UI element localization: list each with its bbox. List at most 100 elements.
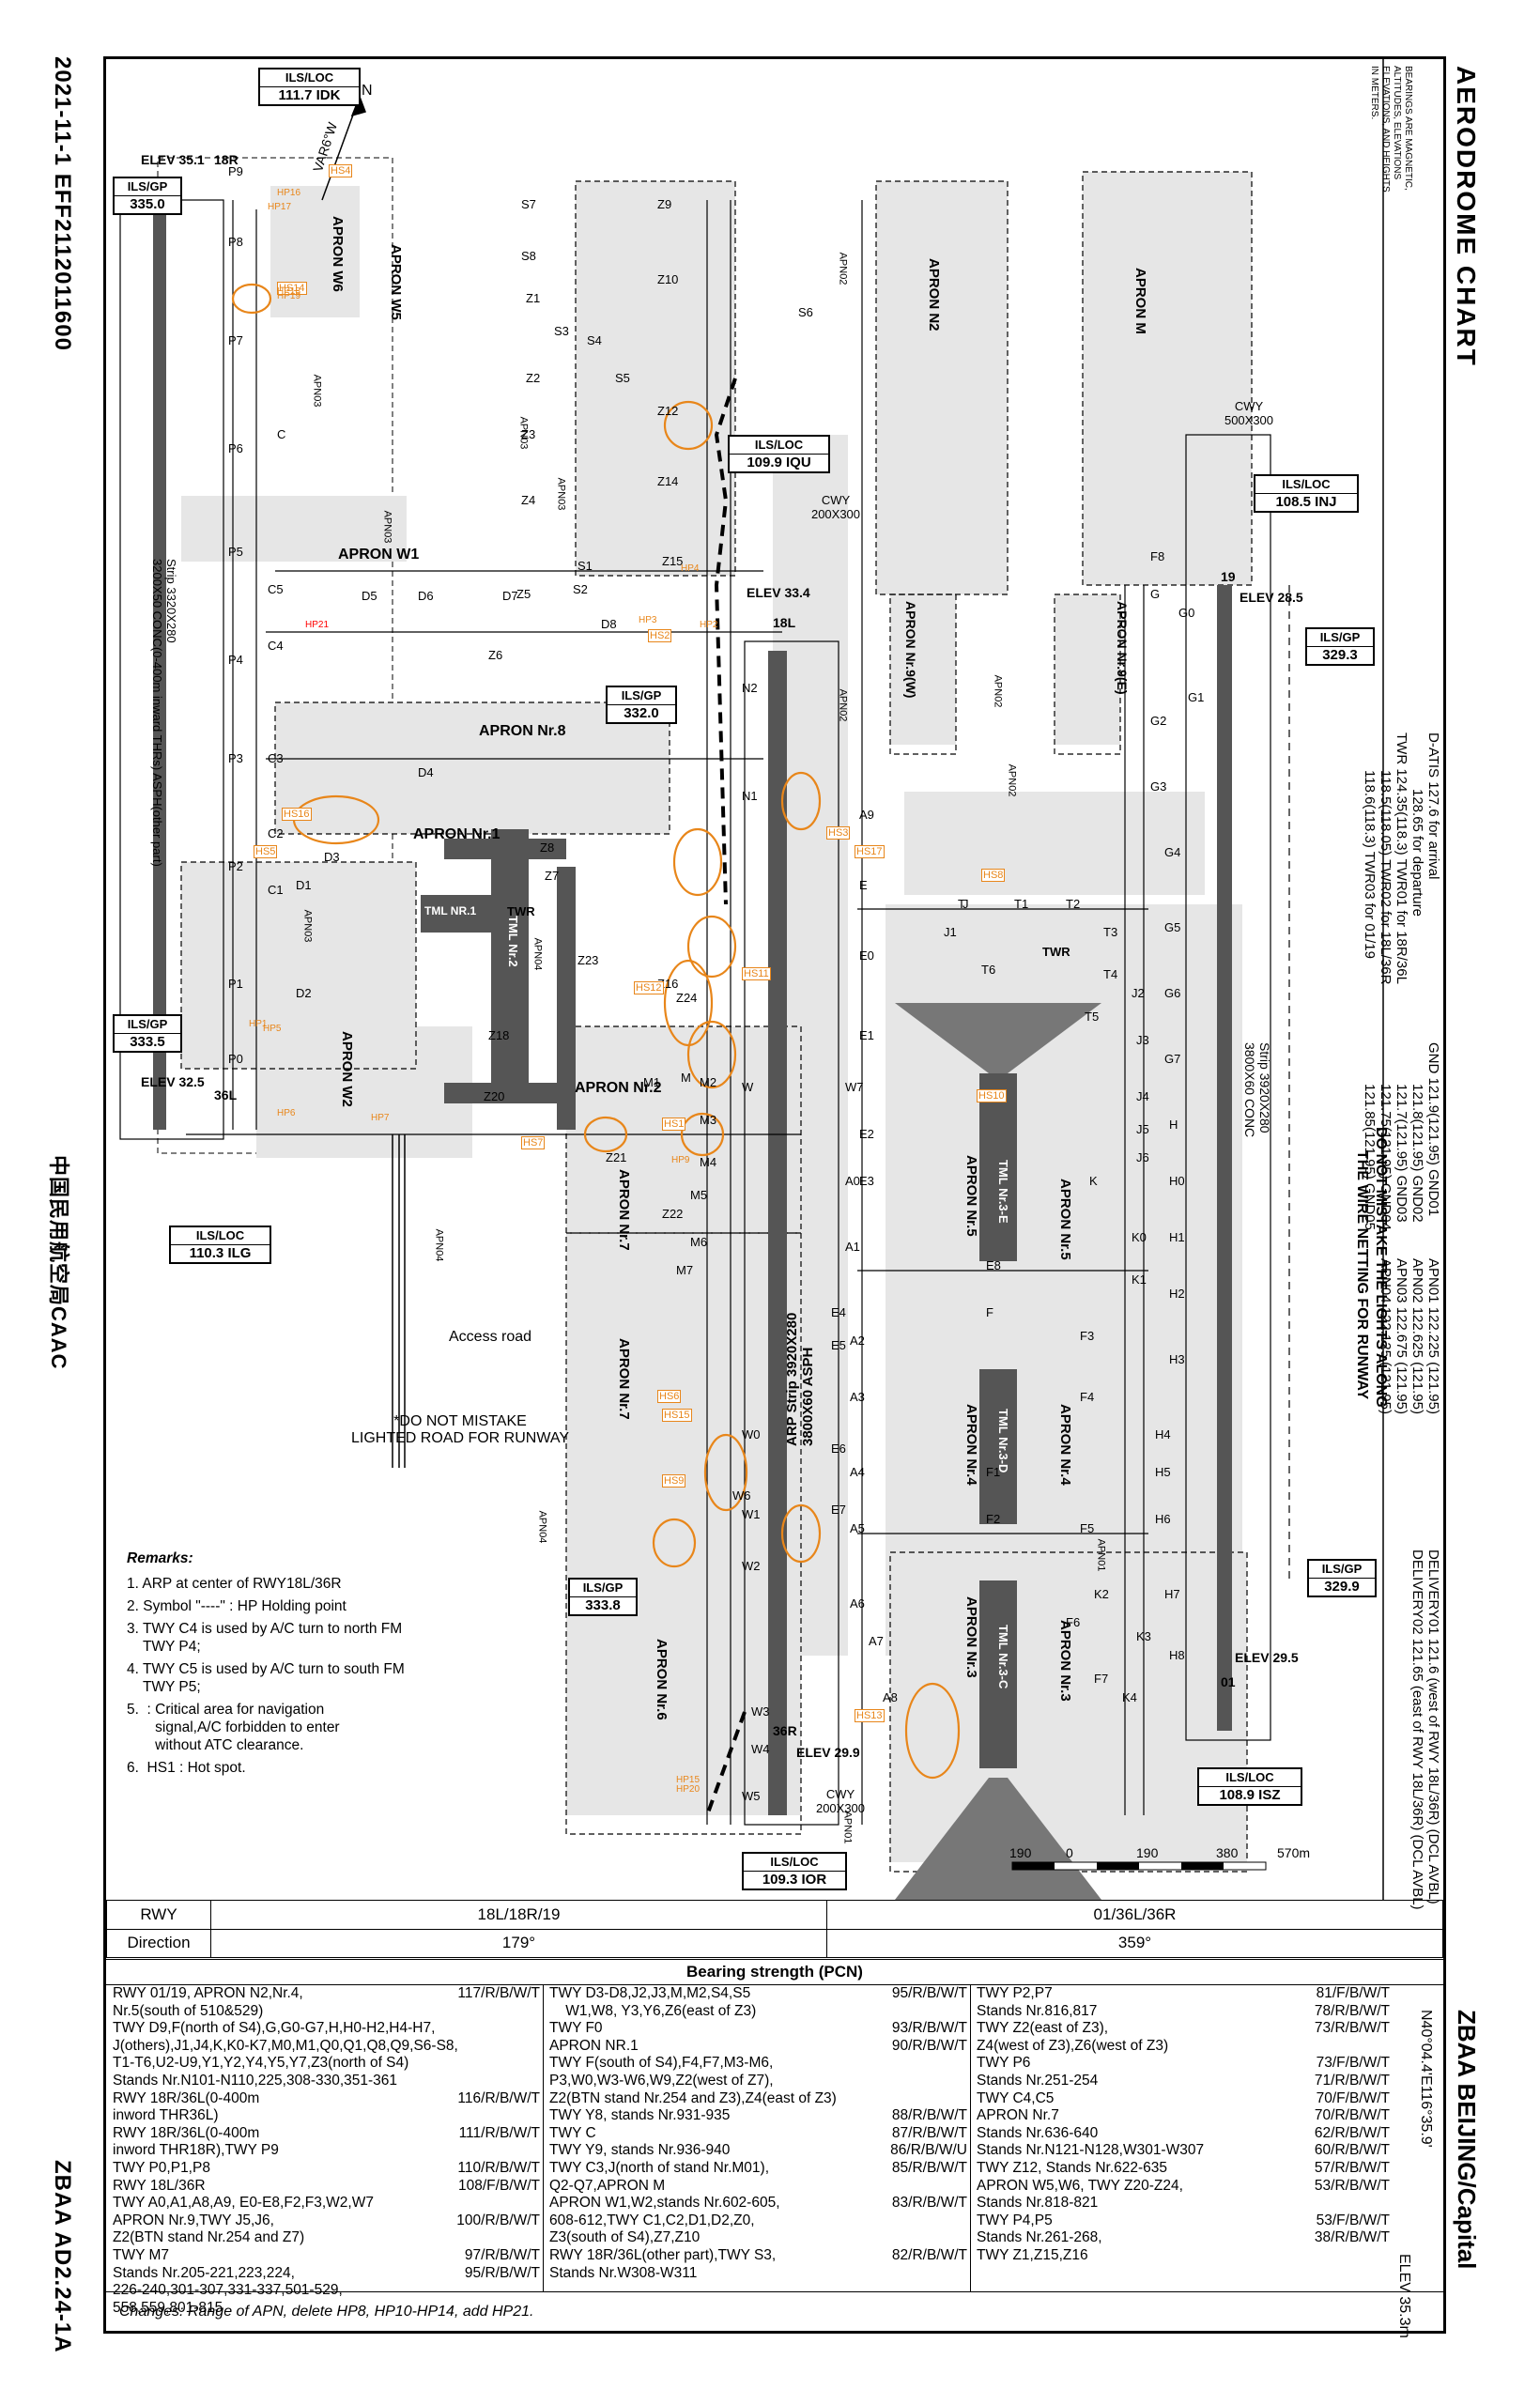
warning-road-line: *DO NOT MISTAKE [393,1413,527,1429]
taxiway-label: K3 [1136,1629,1151,1643]
taxiway-label: K2 [1094,1587,1109,1601]
ils-box: ILS/GP 335.0 [113,177,182,215]
taxiway-label: Z5 [516,587,531,601]
scale-mark: 0 [1066,1845,1073,1860]
warning-wire-line: DO NOT MISTAKE THE LIGHTS ALONG [1373,1127,1389,1408]
elev-label: ELEV 29.5 [1235,1650,1299,1665]
apron-label-text: APRON Nr.3 [963,1596,979,1678]
datis-dep: 128.65 for departure [1409,789,1425,917]
runway-end-label: 19 [1221,569,1236,584]
taxiway-label: P9 [228,164,243,178]
taxiway-label: H5 [1155,1465,1171,1479]
pcn-text: inword THR18R),TWY P9 [113,2142,279,2159]
taxiway-label: S2 [573,582,588,596]
ils-value: 108.9 ISZ [1219,1787,1281,1803]
pcn-text: TWY F0 [549,2020,603,2037]
taxiway-label: S5 [615,371,630,385]
caac-text: 中国民用航空局CAAC [47,1155,70,1370]
pcn-row: inword THR18R),TWY P9 [113,2142,540,2160]
tml-nr1-shape [421,895,496,933]
taxiway-label: Z2 [526,371,541,385]
taxiway-label: H4 [1155,1427,1171,1441]
ils-box: ILS/LOC 108.9 ISZ [1197,1767,1302,1806]
apn-freq: APN03 122.675 (121.95) [1394,1258,1409,1414]
taxiway-label: W3 [751,1704,770,1719]
apn-label: APN03 [555,477,567,511]
pcn-value: 78/R/B/W/T [1314,2002,1390,2019]
pcn-value: 86/R/B/W/U [890,2142,967,2159]
pcn-row: TWY C3,J(north of stand Nr.M01),85/R/B/W… [549,2160,967,2178]
taxiway-label: K0 [1132,1230,1147,1244]
page-ref: ZBAA AD2.24-1A [47,2160,75,2353]
pcn-value: 90/R/B/W/T [891,2037,967,2054]
pcn-row: Z3(south of S4),Z7,Z10 [549,2229,967,2247]
runway-direction-table: RWY 18L/18R/19 01/36L/36R Direction 179°… [106,1900,1443,1958]
pcn-value [1384,2038,1390,2056]
apron-label: APRON W1 [338,547,420,563]
taxiway-label: M [681,1071,691,1085]
twr-label: TWR [1394,732,1409,765]
pcn-divider [970,1985,971,2291]
scale-bar-geometry [1011,1861,1267,1871]
remarks: Remarks: 1. ARP at center of RWY18L/36R … [127,1549,540,1777]
taxiway-label: Z9 [657,197,672,211]
pcn-text: 226-240,301-307,331-337,501-529, [113,2282,343,2299]
taxiway-label: M6 [690,1235,708,1249]
tml-nr3-e-shape [979,1073,1017,1261]
apn-label: APN02 [837,688,849,722]
elev-label: ELEV 33.4 [747,585,810,600]
pcn-row: APRON Nr.9,TWY J5,J6,100/R/B/W/T [113,2212,540,2230]
hotspot-tag: HS10 [977,1089,1007,1102]
taxiway-label: Z21 [606,1150,627,1164]
ils-box: ILS/GP 333.5 [113,1014,182,1053]
apn-label: APN04 [531,937,544,971]
pcn-row: inword THR36L) [113,2107,540,2125]
ils-value: 110.3 ILG [189,1245,252,1261]
taxiway-label: D7 [502,589,518,603]
taxiway-label: A0 [845,1174,860,1188]
hotspot-tag: HS11 [742,967,771,980]
pcn-row: APRON W5,W6, TWY Z20-Z24,53/R/B/W/T [977,2178,1390,2196]
pcn-value [1384,2195,1390,2212]
direction-value: 359° [826,1928,1443,1958]
pcn-text: Q2-Q7,APRON M [549,2177,666,2194]
taxiway-label: G4 [1164,845,1181,859]
runway-strip-label: ARP Strip 3920X280 [784,1312,800,1446]
pcn-value: 38/R/B/W/T [1314,2229,1390,2246]
holding-point-label: HP9 [671,1155,690,1165]
pcn-value [534,2055,540,2073]
ils-value: 333.5 [130,1034,165,1050]
pcn-value [962,2265,967,2283]
ils-type: ILS/LOC [730,437,828,455]
pcn-text: TWY A0,A1,A8,A9, E0-E8,F2,F3,W2,W7 [113,2195,374,2212]
ils-box: ILS/LOC 109.9 IQU [728,435,830,473]
taxiway-label: D2 [296,986,312,1000]
taxiway-label: E8 [986,1258,1001,1272]
pcn-text: TWY P2,P7 [977,1985,1053,2001]
taxiway-label: E5 [831,1338,846,1352]
apron-label-text: APRON Nr.7 [616,1338,632,1420]
taxiway-label: F5 [1080,1521,1095,1535]
runway-strip-label: Strip 3320X280 [164,559,178,643]
taxiway-label: E7 [831,1503,846,1517]
pcn-text: Stands Nr.818-821 [977,2195,1099,2212]
pcn-row: Z2(BTN stand Nr.254 and Z7) [113,2229,540,2247]
scale-mark: 190 [1009,1845,1032,1860]
taxiway-label: G3 [1150,779,1167,794]
cwy-label: CWY 200X300 [810,493,861,521]
runway-end-label: 18R [214,152,239,167]
scale-mark: 570m [1277,1845,1311,1860]
taxiway-label: G1 [1188,690,1205,704]
apron-label-text: APRON Nr.4 [1057,1404,1073,1486]
holding-point-label: HP3 [639,615,657,625]
pcn-row: W1,W8, Y3,Y6,Z6(east of Z3) [549,2003,967,2021]
hotspot-tag: HS6 [657,1390,682,1403]
caac-label: 中国民用航空局CAAC [47,1155,75,1370]
